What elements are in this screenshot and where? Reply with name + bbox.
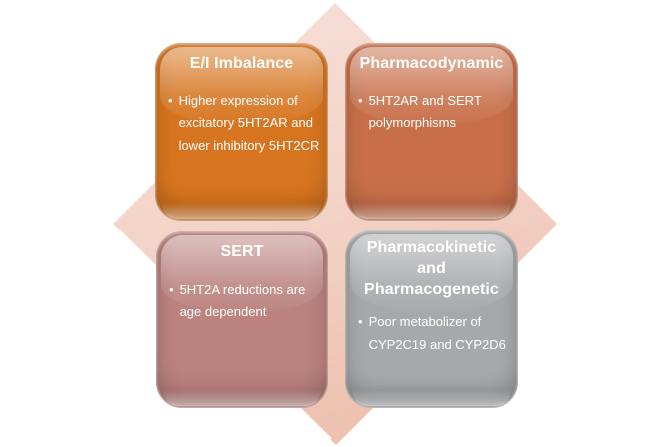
card-pharmacokinetic-pharmacogenetic: Pharmacokinetic and Pharmacogenetic • Po… — [345, 230, 518, 408]
card-title: Pharmacodynamic — [359, 55, 504, 72]
card-ei-imbalance: E/I Imbalance • Higher expression of exc… — [155, 43, 328, 221]
card-body: • Higher expression of excitatory 5HT2AR… — [168, 90, 323, 157]
bullet-item: • Poor metabolizer of CYP2C19 and CYP2D6 — [358, 311, 513, 356]
bullet-text: 5HT2A reductions are age dependent — [179, 281, 306, 320]
card-title: E/I Imbalance — [189, 55, 294, 72]
bullet-text: Higher expression of excitatory 5HT2AR a… — [178, 92, 320, 153]
card-body: • 5HT2A reductions are age dependent — [169, 279, 323, 324]
bullet-text: 5HT2AR and SERT polymorphisms — [368, 92, 482, 131]
bullet-icon: • — [169, 281, 174, 297]
card-sert: SERT • 5HT2A reductions are age dependen… — [156, 231, 328, 408]
bullet-item: • Higher expression of excitatory 5HT2AR… — [168, 90, 323, 157]
bullet-icon: • — [168, 92, 173, 108]
card-title: Pharmacokinetic and Pharmacogenetic — [364, 239, 499, 298]
card-title: SERT — [220, 243, 264, 260]
bullet-item: • 5HT2A reductions are age dependent — [169, 279, 323, 324]
bullet-icon: • — [358, 92, 363, 108]
bullet-item: • 5HT2AR and SERT polymorphisms — [358, 90, 513, 135]
card-body: • Poor metabolizer of CYP2C19 and CYP2D6 — [358, 311, 513, 356]
card-body: • 5HT2AR and SERT polymorphisms — [358, 90, 513, 135]
card-pharmacodynamic: Pharmacodynamic • 5HT2AR and SERT polymo… — [345, 43, 518, 221]
bullet-icon: • — [358, 314, 363, 330]
bullet-text: Poor metabolizer of CYP2C19 and CYP2D6 — [368, 314, 506, 352]
